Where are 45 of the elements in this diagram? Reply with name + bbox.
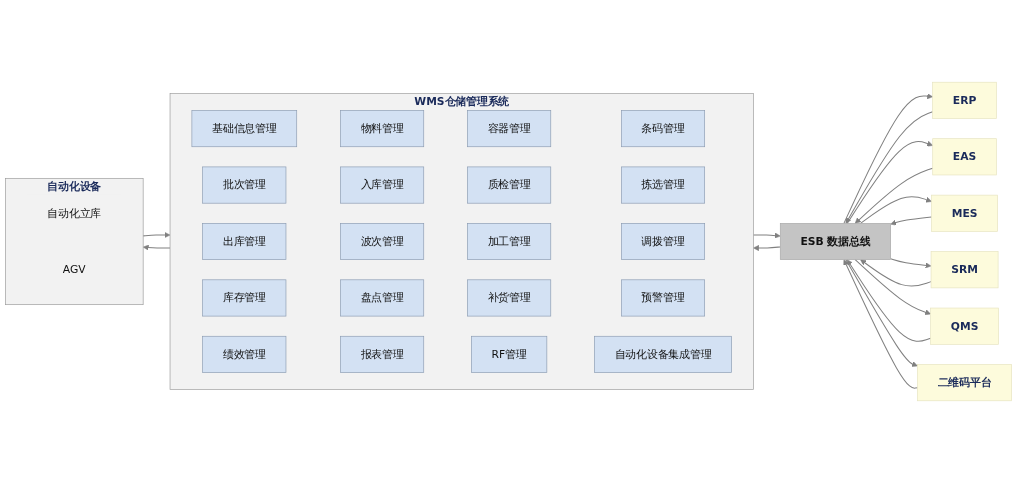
node-box: 基础信息管理 [191,110,298,148]
arrow [860,259,932,287]
arrow [843,259,919,389]
node-box: 波次管理 [340,223,425,260]
node-box: SRM [930,251,999,289]
arrow [890,216,933,226]
node-box: 报表管理 [340,335,425,373]
node-box: RF管理 [471,335,548,373]
node-box: 条码管理 [621,110,705,148]
node-box: 库存管理 [202,279,287,317]
node-box: 二维码平台 [917,364,1012,402]
arrow [846,140,933,224]
arrow [854,167,934,224]
arrow [752,232,781,239]
arrow [846,259,932,342]
node-text: 自动化立库 [47,206,102,220]
arrow [843,93,933,224]
node-box: 调拨管理 [621,223,705,260]
arrow [142,244,171,251]
node-box: 补货管理 [467,279,552,317]
arrow [860,196,932,224]
node-box: ESB 数据总线 [779,223,891,260]
arrow [845,259,918,367]
node-box: MES [931,194,998,232]
node-box: ERP [932,81,997,119]
node-box: 绩效管理 [202,335,287,373]
arrow [890,258,932,269]
node-box: QMS [930,307,999,345]
arrow [845,111,934,224]
node-text: AGV [62,263,86,276]
node-box: 质检管理 [467,166,552,204]
node-box: 入库管理 [340,166,425,204]
node-box: 容器管理 [467,110,552,148]
node-box: 加工管理 [467,223,552,260]
node-box: 物料管理 [340,110,425,148]
node-box: EAS [932,138,997,176]
node-box: 拣选管理 [621,166,705,204]
node-box: 预警管理 [621,279,705,317]
node-box: 盘点管理 [340,279,425,317]
node-box: 出库管理 [202,223,287,260]
arrow [142,232,171,238]
node-box: 自动化设备集成管理 [594,335,732,373]
arrow [854,259,931,316]
node-box: 批次管理 [202,166,287,204]
arrow [753,245,781,251]
